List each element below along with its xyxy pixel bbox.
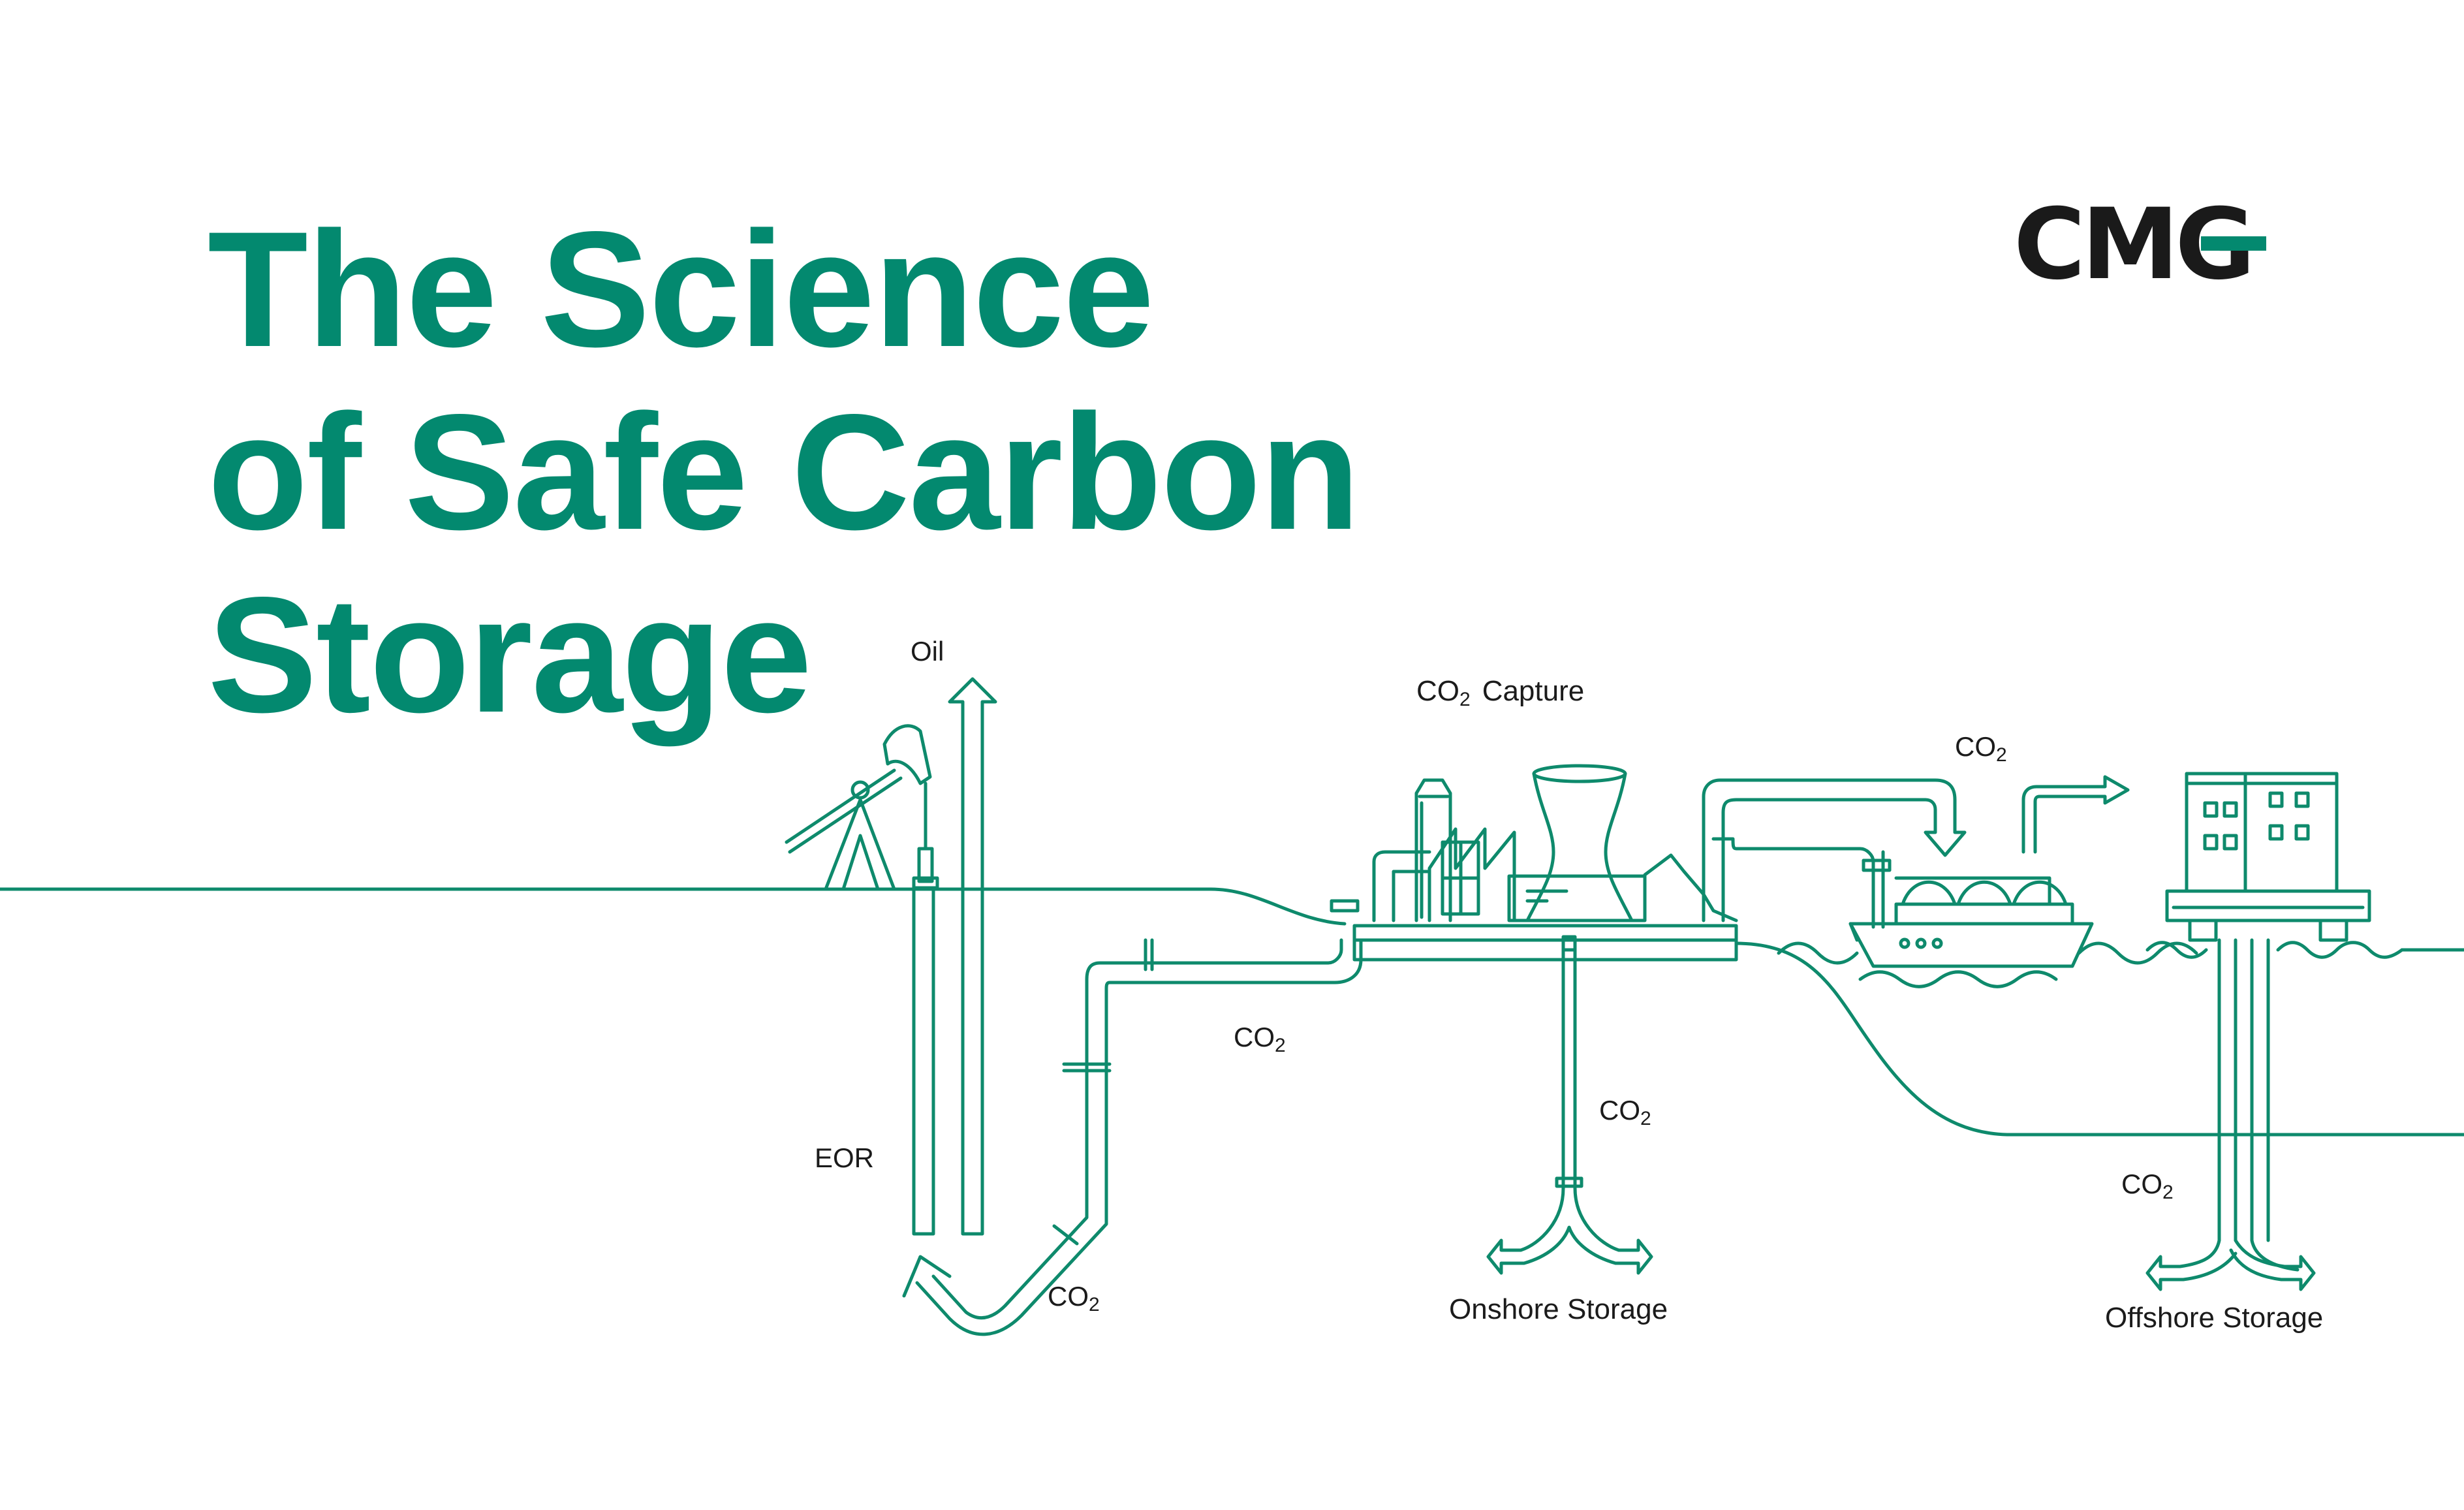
offshore-storage-label: Offshore Storage (2105, 1302, 2323, 1334)
co2-offshore-label: CO2 (2121, 1169, 2174, 1203)
page-title-line-2: of Safe Carbon (208, 381, 1360, 564)
co2-eor-label: CO2 (1048, 1281, 1100, 1315)
co2-transport-arrow (2021, 775, 2130, 854)
co2-onshore-label: CO2 (1599, 1095, 1651, 1129)
co2-ship-label: CO2 (1955, 731, 2007, 766)
offshore-platform-icon (2145, 772, 2404, 1291)
co2-pipeline-label: CO2 (1234, 1022, 1286, 1056)
ship-icon (1777, 876, 2198, 988)
oil-label: Oil (911, 636, 944, 667)
co2-pipeline-eor (902, 938, 1363, 1336)
page-title-line-1: The Science (208, 198, 1155, 381)
onshore-storage-label: Onshore Storage (1449, 1293, 1668, 1325)
seabed-line (1734, 941, 2464, 1137)
ground-line (0, 887, 1347, 926)
eor-wells (912, 677, 997, 1236)
cooling-tower-icon (1507, 764, 1738, 922)
logo-accent-bar (2201, 236, 2266, 251)
eor-label: EOR (815, 1142, 874, 1173)
factory-icon (1330, 778, 1516, 922)
co2-pipeline-ship (1486, 778, 1967, 1275)
page-title-line-3: Storage (208, 563, 812, 747)
plant-platform (1352, 924, 1738, 962)
pumpjack-icon (785, 724, 939, 891)
